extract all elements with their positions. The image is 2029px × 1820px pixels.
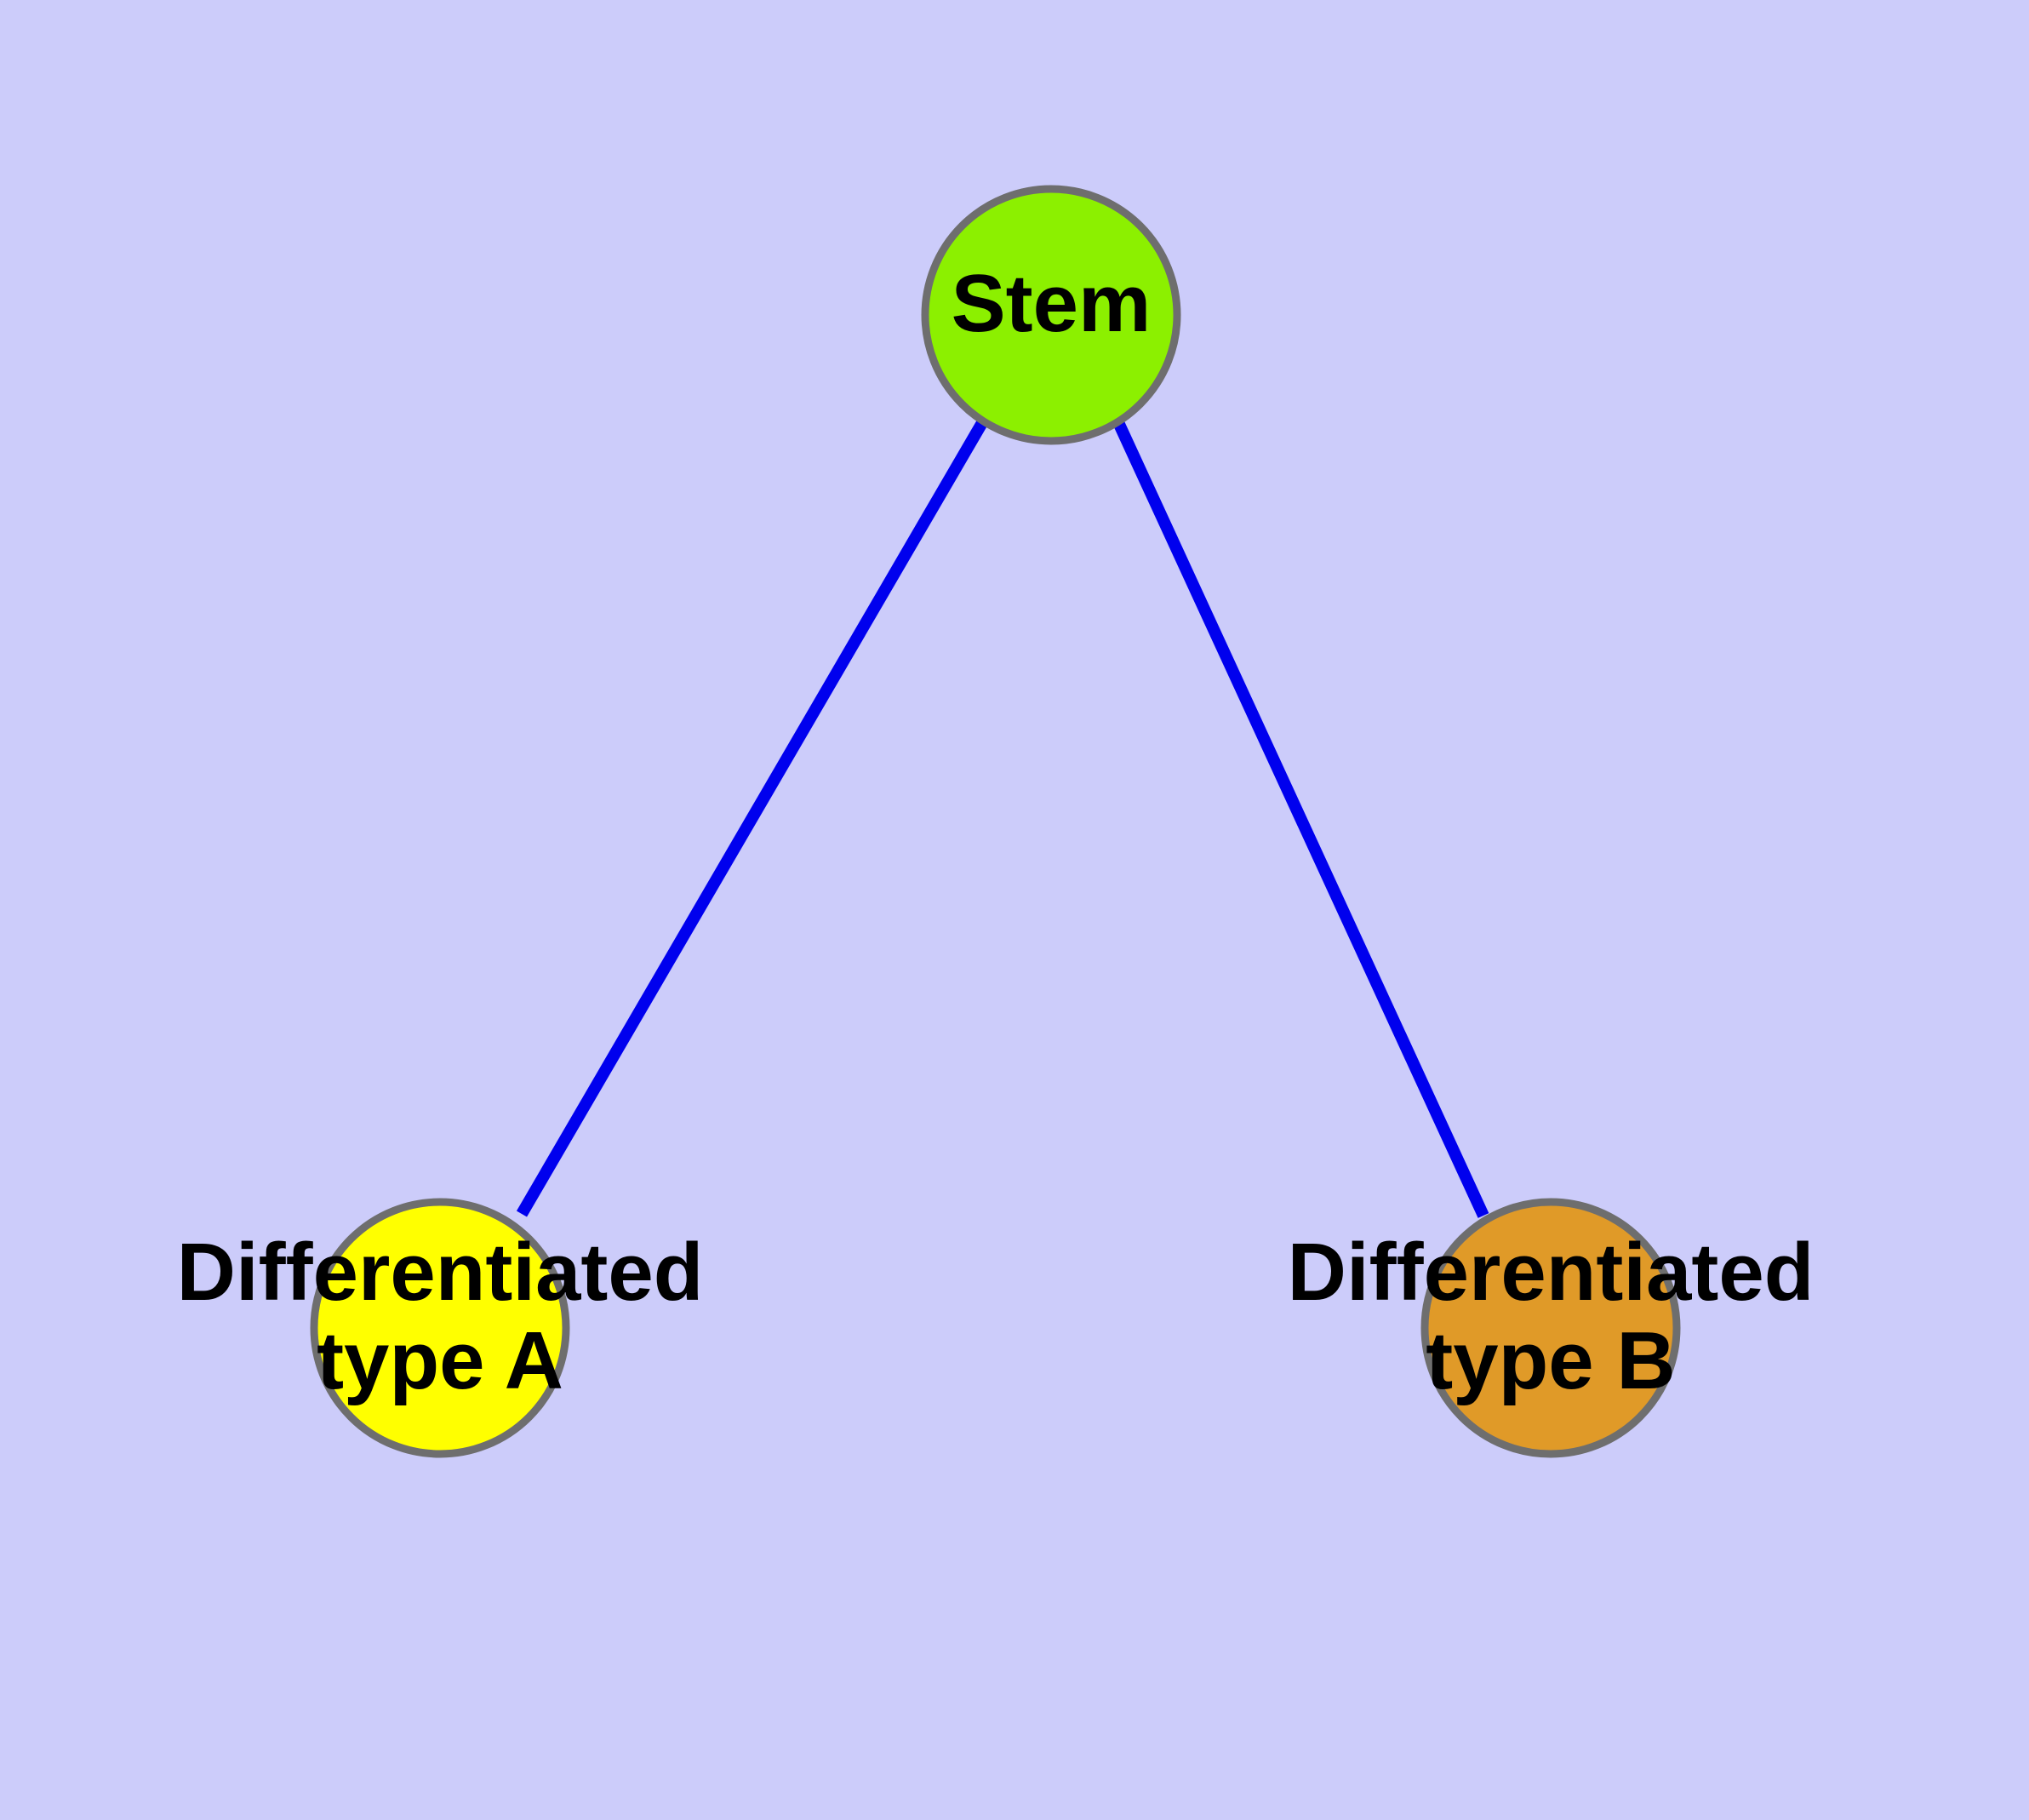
graph-node-stem[interactable] bbox=[921, 185, 1181, 445]
graph-edge-stem-diff_b[interactable] bbox=[1112, 418, 1489, 1218]
nodes-layer bbox=[310, 185, 1681, 1458]
graph-node-label-line: Differentiated bbox=[1288, 1227, 1815, 1318]
edges-layer bbox=[516, 418, 1489, 1218]
graph-node-diff_b[interactable] bbox=[1420, 1198, 1681, 1458]
graph-node-label-line: Stem bbox=[952, 258, 1152, 349]
graph-node-label-line: Differentiated bbox=[177, 1227, 704, 1318]
graph-node-label-line: type A bbox=[317, 1315, 563, 1406]
graph-node-label-line: type B bbox=[1426, 1315, 1675, 1406]
graph-edge-stem-diff_a[interactable] bbox=[516, 418, 989, 1217]
graph-node-diff_a[interactable] bbox=[310, 1198, 570, 1458]
graph-node-label-stem: Stem bbox=[952, 258, 1152, 349]
